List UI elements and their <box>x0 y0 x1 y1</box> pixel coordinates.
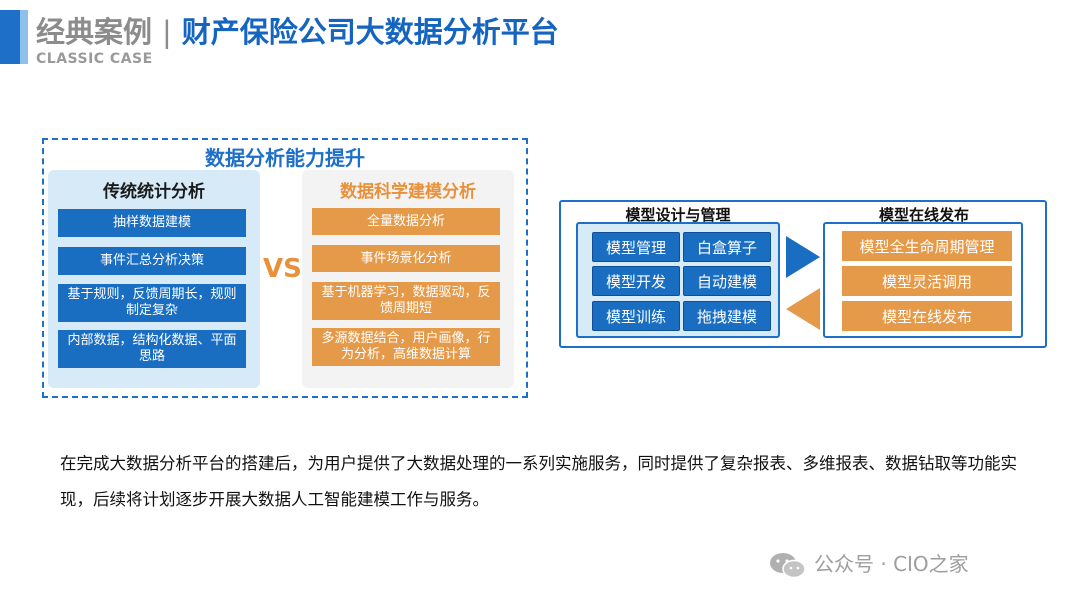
drag-drop-modeling-button[interactable]: 拖拽建模 <box>683 301 771 331</box>
data-science-title: 数据科学建模分析 <box>340 182 476 202</box>
wechat-icon <box>770 553 806 579</box>
auto-modeling-button[interactable]: 自动建模 <box>683 266 771 296</box>
description-text: 在完成大数据分析平台的搭建后，为用户提供了大数据处理的一系列实施服务，同时提供了… <box>60 454 1017 509</box>
traditional-item: 基于规则，反馈周期长，规则制定复杂 <box>58 284 246 322</box>
title-separator: | <box>162 15 172 49</box>
arrow-left-icon <box>786 288 820 330</box>
page-subtitle: CLASSIC CASE <box>36 51 153 67</box>
flexible-invocation-button[interactable]: 模型灵活调用 <box>842 266 1012 296</box>
comparison-frame <box>42 138 528 398</box>
header-accent-bar <box>0 10 20 64</box>
data-science-item: 事件场景化分析 <box>312 245 500 272</box>
model-development-button[interactable]: 模型开发 <box>592 266 680 296</box>
online-publish-button[interactable]: 模型在线发布 <box>842 301 1012 331</box>
data-science-panel: 数据科学建模分析 全量数据分析 事件场景化分析 基于机器学习，数据驱动，反馈周期… <box>302 170 514 388</box>
whitebox-operator-button[interactable]: 白盒算子 <box>683 232 771 262</box>
model-training-button[interactable]: 模型训练 <box>592 301 680 331</box>
online-title: 模型在线发布 <box>878 206 969 224</box>
model-management-button[interactable]: 模型管理 <box>592 232 680 262</box>
vs-label: VS <box>263 254 302 284</box>
traditional-item: 抽样数据建模 <box>58 209 246 237</box>
page-title: 经典案例 | 财产保险公司大数据分析平台 <box>36 12 559 52</box>
lifecycle-management-button[interactable]: 模型全生命周期管理 <box>842 231 1012 261</box>
watermark-text: 公众号 · CIO之家 <box>814 552 969 576</box>
arrow-right-icon <box>786 236 820 278</box>
traditional-item: 内部数据，结构化数据、平面思路 <box>58 330 246 368</box>
header-accent-bar-light <box>20 10 28 64</box>
traditional-panel: 传统统计分析 抽样数据建模 事件汇总分析决策 基于规则，反馈周期长，规则制定复杂… <box>48 170 260 388</box>
category-label: 经典案例 <box>36 15 153 49</box>
data-science-item: 基于机器学习，数据驱动，反馈周期短 <box>312 282 500 320</box>
data-science-item: 全量数据分析 <box>312 208 500 235</box>
title-text: 财产保险公司大数据分析平台 <box>181 15 559 49</box>
traditional-item: 事件汇总分析决策 <box>58 247 246 275</box>
data-science-item: 多源数据结合，用户画像，行为分析，高维数据计算 <box>312 328 500 366</box>
design-title: 模型设计与管理 <box>625 206 731 224</box>
comparison-title: 数据分析能力提升 <box>205 146 365 170</box>
model-frame <box>559 200 1047 348</box>
traditional-title: 传统统计分析 <box>103 182 205 202</box>
